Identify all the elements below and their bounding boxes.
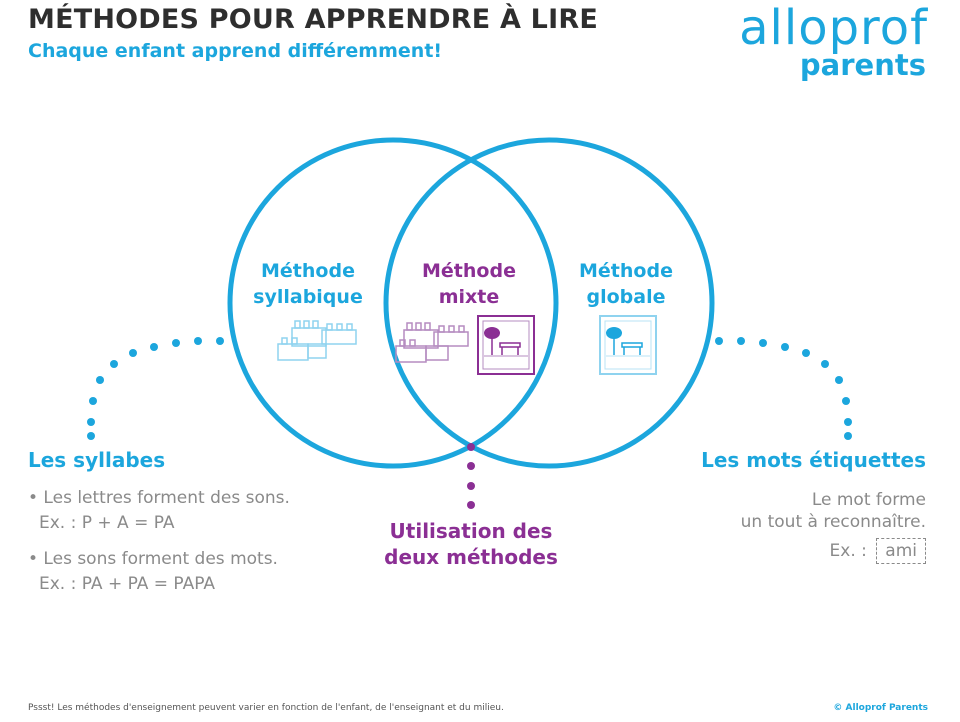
alloprof-logo-sub: parents [799,48,926,82]
center-dotted-connector [467,443,475,509]
label-syllabique-line2: syllabique [253,286,363,308]
syllabes-bullet-1: • Les lettres forment des sons. [28,488,290,508]
label-globale-line2: globale [586,286,666,308]
utilisation-line1: Utilisation des [389,519,553,543]
etiquettes-example-prefix: Ex. : [829,541,867,561]
page-title: MÉTHODES POUR APPRENDRE À LIRE [28,4,598,35]
label-syllabique-line1: Méthode [261,260,355,282]
page-subtitle: Chaque enfant apprend différemment! [28,40,443,62]
syllabes-example-2: Ex. : PA + PA = PAPA [39,574,216,594]
syllabes-bullet-2: • Les sons forment des mots. [28,549,278,569]
etiquettes-line-2: un tout à reconnaître. [740,512,926,532]
lego-bricks-icon [277,320,357,361]
venn-circle-left [227,137,559,469]
label-mixte-line1: Méthode [422,260,516,282]
picture-frame-icon [599,315,657,375]
etiquettes-line-1: Le mot forme [811,490,926,510]
etiquettes-example-word: ami [876,538,926,564]
label-utilisation-deux-methodes: Utilisation des deux méthodes [360,518,582,570]
etiquettes-example: Ex. : ami [830,538,926,564]
syllabes-example-1: Ex. : P + A = PA [39,513,175,533]
footnote: Pssst! Les méthodes d'enseignement peuve… [28,703,504,713]
right-dotted-connector [715,337,852,440]
lego-bricks-icon-mixte [395,322,469,363]
label-methode-mixte: Méthode mixte [399,258,539,310]
label-methode-globale: Méthode globale [556,258,696,310]
utilisation-line2: deux méthodes [384,545,558,569]
copyright: © Alloprof Parents [833,703,928,713]
alloprof-logo: alloprof [739,0,928,56]
heading-les-syllabes: Les syllabes [28,448,166,472]
label-globale-line1: Méthode [579,260,673,282]
label-mixte-line2: mixte [438,286,500,308]
venn-circle-right [383,137,715,469]
picture-frame-icon-mixte [477,315,535,375]
heading-les-mots-etiquettes: Les mots étiquettes [701,448,926,472]
label-methode-syllabique: Méthode syllabique [238,258,378,310]
left-dotted-connector [87,337,224,440]
